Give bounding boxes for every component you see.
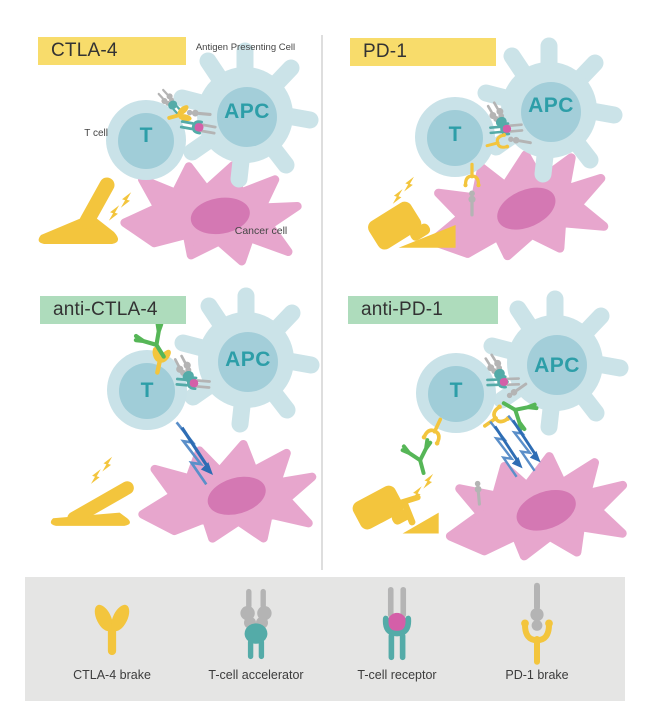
t-cell-accelerator-icon [240,592,271,657]
panel-graphic-ctla4 [0,30,322,280]
cancer-cell-shape [138,440,316,547]
broken-brake-icon [350,472,439,541]
t-text: T [140,379,154,402]
legend-label-t-cell-receptor: T-cell receptor [357,668,437,682]
legend-label-ctla4-brake: CTLA-4 brake [73,668,151,682]
ctla4-brake-icon [91,602,133,651]
apc-text: APC [224,100,270,123]
panel-graphic-anti-pd1 [325,280,650,575]
antibody-icon [399,437,440,479]
panel-title-anti-pd1: anti-PD-1 [348,296,498,324]
t-text: T [449,379,463,402]
cancer-cell-shape [441,447,631,569]
cancer-cell-label: Cancer cell [234,225,288,237]
t-cell-label: T cell [84,128,108,139]
pd1-brake-icon [521,586,553,662]
foot-on-brake-icon [365,175,455,260]
legend: CTLA-4 brake T-cell accelerator T-cell r… [25,577,625,701]
panel-graphic-anti-ctla4 [0,280,322,575]
t-text: T [139,124,153,147]
legend-label-pd1-brake: PD-1 brake [505,668,569,682]
apc-text: APC [528,94,574,117]
t-text: T [448,123,462,146]
panel-divider [321,35,323,570]
legend-icons [25,577,625,672]
antigen-presenting-cell-label: Antigen Presenting Cell [195,42,296,53]
released-brake-icon [51,455,130,526]
panel-title-ctla4: CTLA-4 [38,37,186,65]
apc-text: APC [534,354,580,377]
panel-title-anti-ctla4: anti-CTLA-4 [40,296,186,324]
panel-graphic-pd1 [325,30,650,280]
panel-title-pd1: PD-1 [350,38,496,66]
brake-pedal-icon [39,185,133,244]
legend-label-t-cell-accelerator: T-cell accelerator [208,668,304,682]
t-cell-receptor-icon [386,590,409,658]
apc-text: APC [225,348,271,371]
